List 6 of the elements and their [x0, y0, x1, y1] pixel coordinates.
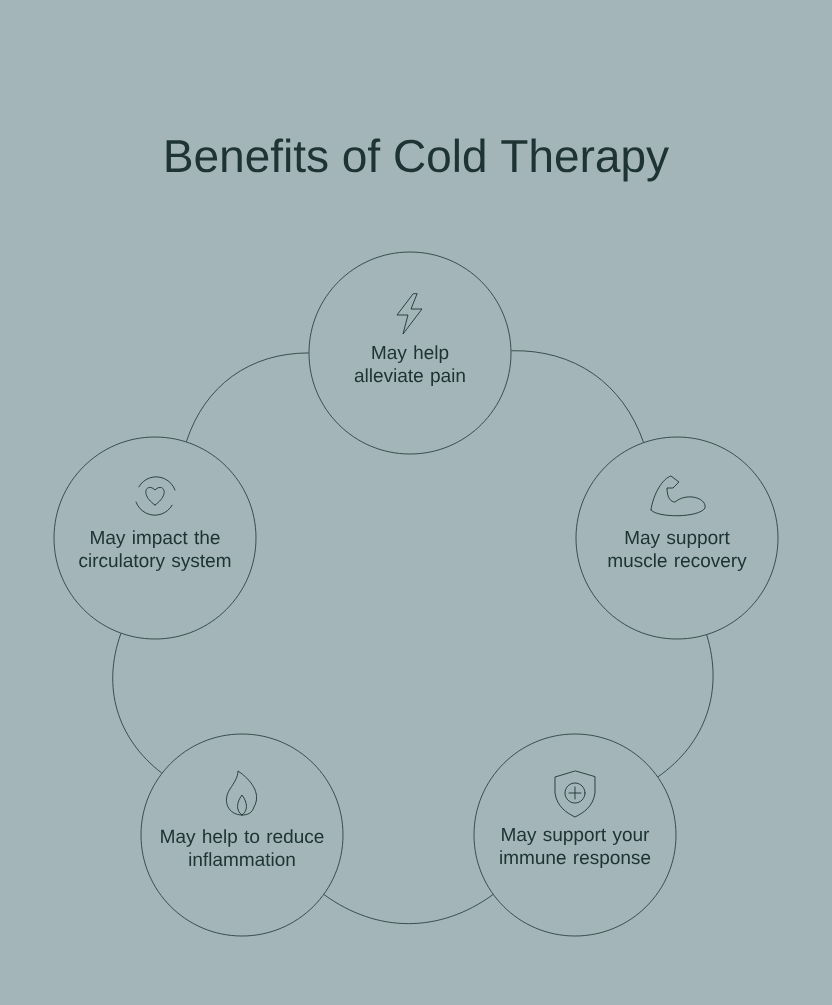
connector-arc: [112, 633, 163, 774]
connector-arc: [323, 894, 494, 925]
connector-arc: [510, 350, 644, 443]
title: Benefits of Cold Therapy: [166, 138, 669, 182]
connector-arc: [186, 352, 309, 442]
connector-arc: [657, 634, 714, 778]
